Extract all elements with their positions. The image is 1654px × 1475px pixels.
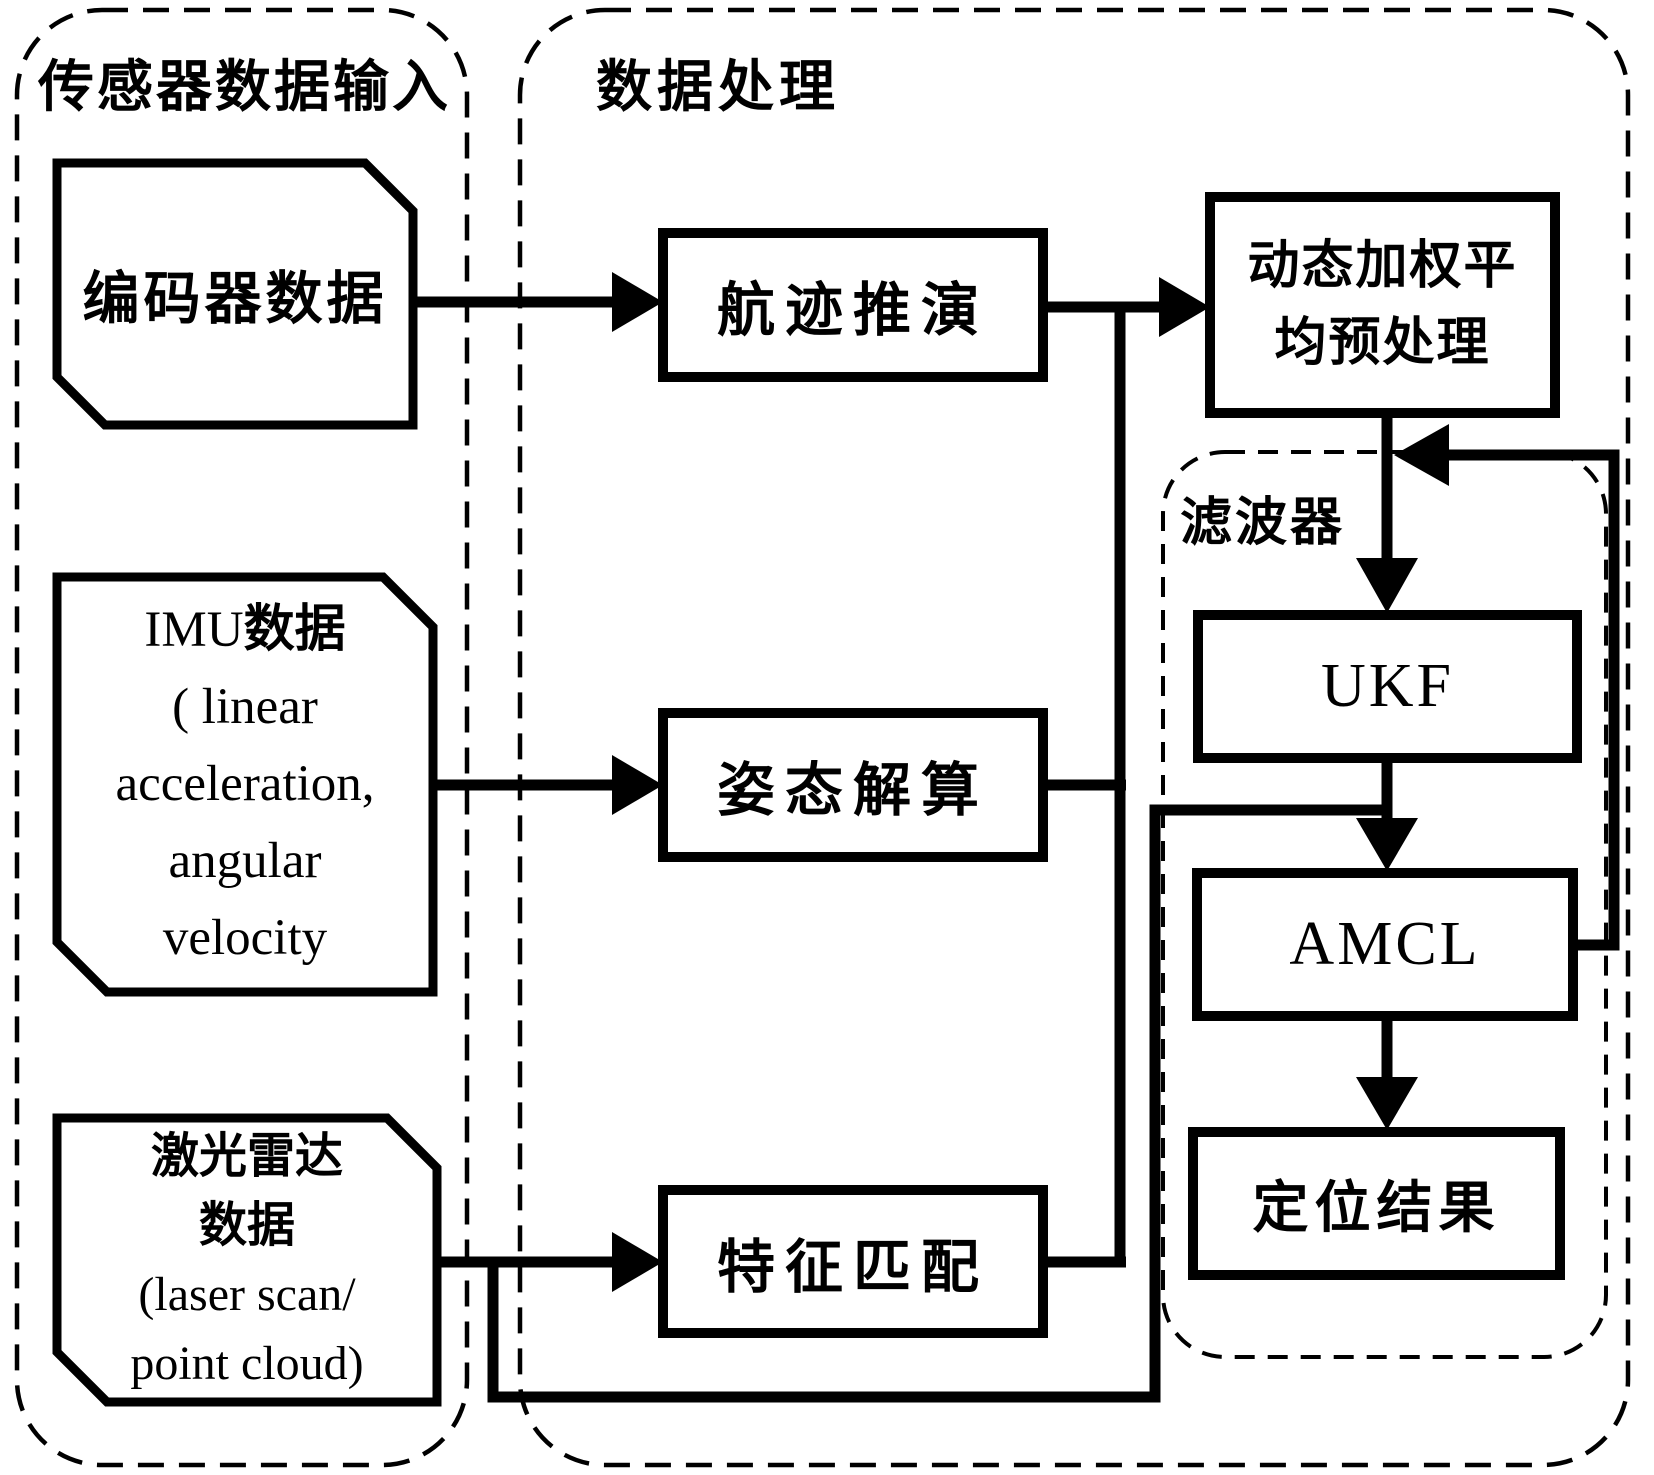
amcl-box-label: AMCL <box>1289 910 1481 978</box>
encoder-box-shape <box>52 158 418 430</box>
ukf-box-label: UKF <box>1320 652 1455 720</box>
imu-label-line-1: IMU数据 <box>144 592 345 669</box>
lidar-label-line-3: (laser scan/ <box>138 1268 356 1321</box>
attitude-box-shape <box>658 708 1048 862</box>
filter-container-title: 滤波器 <box>1180 495 1346 552</box>
lidar-box-label: 激光雷达 数据 (laser scan/ point cloud) <box>57 1118 437 1402</box>
imu-label-line-5: velocity <box>162 910 328 966</box>
preprocess-label-line-1: 动态加权平 <box>1247 238 1518 295</box>
result-box-label: 定位结果 <box>1252 1178 1501 1240</box>
imu-label-latin: IMU <box>144 602 244 658</box>
imu-label-line-4: angular <box>168 833 322 889</box>
data-processing-container-title: 数据处理 <box>596 57 840 119</box>
imu-box-label: IMU数据 ( linear acceleration, angular vel… <box>57 577 433 992</box>
feature-matching-box-shape <box>658 1185 1048 1338</box>
arrowhead-feedback-into-junction <box>1394 424 1449 486</box>
dead-reckoning-box-label: 航迹推演 <box>716 278 989 343</box>
dead-reckoning-box-shape <box>658 228 1048 382</box>
lidar-label-line-4: point cloud) <box>130 1337 364 1390</box>
arrowhead-into-result <box>1356 1077 1418 1130</box>
attitude-box-label: 姿态解算 <box>716 758 989 823</box>
preprocess-box-label: 动态加权平 均预处理 <box>1210 197 1555 413</box>
arrowhead-into-ukf <box>1356 558 1418 613</box>
arrowhead-into-preprocess <box>1159 277 1210 337</box>
sensor-input-container-outline <box>14 7 470 1468</box>
lidar-label-line-1: 激光雷达 <box>150 1130 343 1183</box>
imu-label-line-3: acceleration, <box>115 756 375 812</box>
preprocess-label-line-2: 均预处理 <box>1274 315 1491 372</box>
edge-amcl-feedback-loop <box>1448 449 1620 951</box>
preprocess-box-shape <box>1205 192 1560 418</box>
imu-box-shape <box>52 572 438 997</box>
ukf-box-shape <box>1193 610 1582 763</box>
feature-matching-box-label: 特征匹配 <box>716 1234 989 1300</box>
arrowhead-into-dead-reckoning <box>612 272 663 332</box>
edge-lidar-to-amcl-route <box>487 804 1387 1403</box>
arrowhead-into-attitude <box>612 755 663 815</box>
lidar-box-shape <box>52 1113 442 1407</box>
data-processing-container-outline <box>517 7 1631 1468</box>
filter-container-outline <box>1161 450 1608 1359</box>
imu-label-cjk: 数据 <box>243 602 346 658</box>
lidar-label-line-2: 数据 <box>198 1199 295 1252</box>
arrowhead-into-feature-matching <box>612 1232 663 1292</box>
result-box-shape <box>1188 1127 1565 1280</box>
imu-label-line-2: ( linear <box>172 679 318 735</box>
encoder-box-label: 编码器数据 <box>82 268 388 331</box>
amcl-box-shape <box>1192 868 1578 1021</box>
arrowhead-into-amcl <box>1356 818 1418 871</box>
sensor-input-container-title: 传感器数据输入 <box>38 57 451 119</box>
